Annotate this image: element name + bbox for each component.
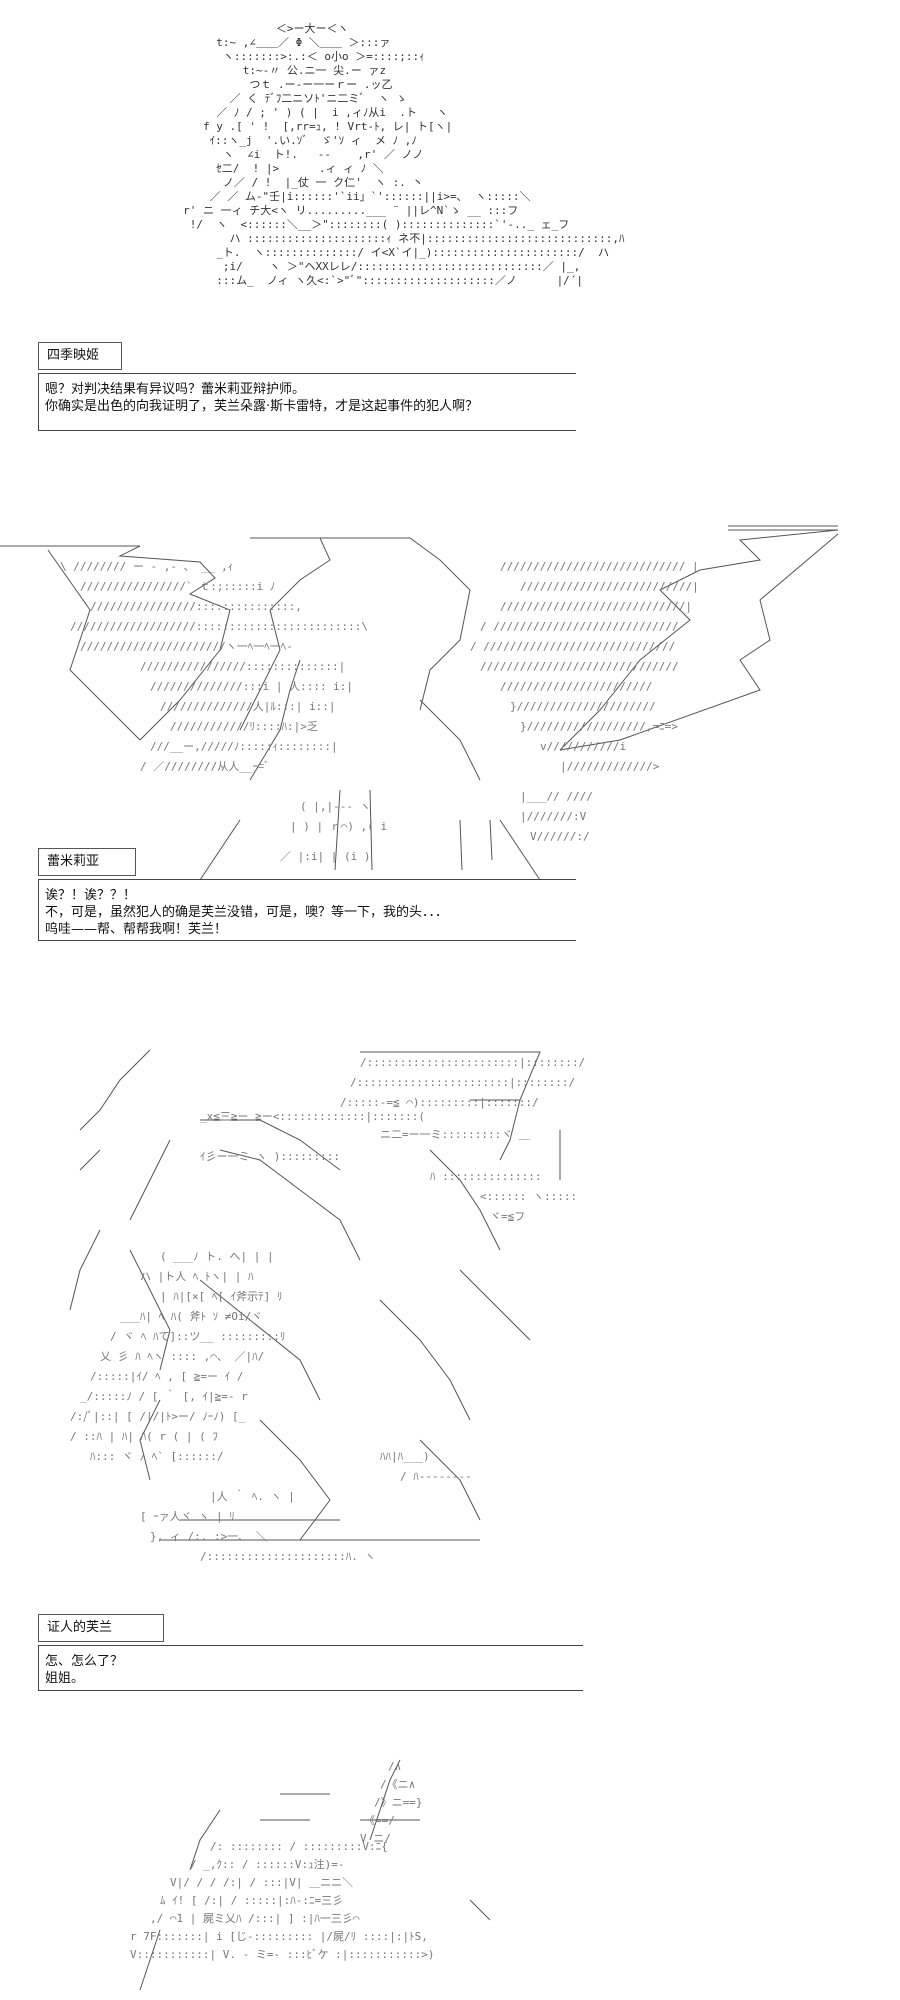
speaker-nameplate: 证人的芙兰 — [38, 1614, 164, 1642]
svg-text://////////////:::i | 人:::: i: //////////////:::i | 人:::: i:| — [150, 680, 353, 693]
svg-text:ヾ=≦フ: ヾ=≦フ — [490, 1210, 525, 1223]
svg-text://////////////////////////////: ////////////////////////////// — [480, 660, 679, 673]
svg-text:___ﾊ| ﾍ ﾊ( 斧ﾄ ｿ ≠Oi/ヾ: ___ﾊ| ﾍ ﾊ( 斧ﾄ ｿ ≠Oi/ヾ — [120, 1310, 262, 1323]
svg-text:/ ﾊ‐‐‐‐‐‐‐-: / ﾊ‐‐‐‐‐‐‐- — [400, 1470, 472, 1483]
svg-text:| ) | ｒ⌒) ,( i: | ) | ｒ⌒) ,( i — [290, 820, 387, 833]
dialogue-line: 嗯？对判决结果有异议吗？蕾米莉亚辩护师。 — [45, 382, 306, 397]
svg-text:}//////////////////,=ﾆ=>: }//////////////////,=ﾆ=> — [520, 720, 678, 733]
svg-text:ニ二=ー一ミ:::::::::ヾ ＿: ニ二=ー一ミ:::::::::ヾ ＿ — [380, 1128, 530, 1141]
svg-text:/ ////////////////////////////: / ///////////////////////////// — [470, 640, 675, 653]
svg-text:|///////:V: |///////:V — [520, 810, 587, 823]
svg-text:/ ／////////从人__ｰ=ﾞ: / ／////////从人__ｰ=ﾞ — [140, 760, 270, 773]
wing-hatching: \ //////// ー - ,‐ 、 __ ,ｨ — [60, 560, 233, 573]
panel-partial: /∧ /《ニ∧ /》ニ==} 《==/ V ニ/ /: :::::::: / :… — [0, 1750, 900, 2000]
svg-text:/ ヾ ﾍ ﾊて]::ツ__ :::::::::ﾘ: / ヾ ﾍ ﾊて]::ツ__ :::::::::ﾘ — [110, 1330, 285, 1343]
svg-text:/∧: /∧ — [388, 1760, 401, 1773]
svg-text:////////////////` ｔ:;:::::i ﾉ: ////////////////` ｔ:;:::::i ﾉ — [80, 580, 275, 593]
svg-text:r 7F:::::::| i [じ‐:::::::::: r 7F:::::::| i [じ‐::::::::: |/屍/ﾘ ::::|:… — [130, 1930, 428, 1943]
svg-text://////////////////////////|: //////////////////////////| — [520, 580, 699, 593]
svg-text://////////////////////ヽ一ﾍ一ﾍ一ﾍ‐: //////////////////////ヽ一ﾍ一ﾍ一ﾍ‐ — [80, 640, 293, 653]
svg-text:( ___ﾉ ト. へ| | |: ( ___ﾉ ト. へ| | | — [160, 1250, 274, 1263]
svg-text:|___// ////: |___// //// — [520, 790, 593, 803]
panel-flandre: /:::::::::::::::::::::::|::::::::/ /::::… — [0, 1040, 900, 1691]
svg-text:/:::::|ｲ/ ﾍ , [ ≧=ー ｲ /: /:::::|ｲ/ ﾍ , [ ≧=ー ｲ / — [90, 1370, 243, 1383]
svg-text:ハ |ト人 ﾍ ﾄヽ| | ﾊ: ハ |ト人 ﾍ ﾄヽ| | ﾊ — [140, 1270, 254, 1283]
speaker-nameplate: 蕾米莉亚 — [38, 848, 136, 876]
bat-wings-art: \ //////// ー - ,‐ 、 __ ,ｨ //////////////… — [0, 525, 839, 893]
svg-text:/《ニ∧: /《ニ∧ — [380, 1778, 415, 1791]
svg-text:ﾊ::: ヾ ﾉ ﾍ` [::::::/: ﾊ::: ヾ ﾉ ﾍ` [::::::/ — [90, 1450, 223, 1463]
dialogue-line: 诶？！诶？？！ — [45, 888, 137, 903]
svg-text:V//////:/: V//////:/ — [530, 830, 590, 843]
svg-text:/:::::::::::::::::::::::|:::::: /:::::::::::::::::::::::|::::::::/ — [350, 1076, 575, 1089]
partial-art: /∧ /《ニ∧ /》ニ==} 《==/ V ニ/ /: :::::::: / :… — [130, 1759, 491, 1991]
svg-text://////////////////////////// |: //////////////////////////// | — [500, 560, 699, 573]
svg-text:V ニ/: V ニ/ — [360, 1832, 391, 1845]
svg-text:////////////////::::::::::::::: ////////////////:::::::::::::::, — [90, 600, 302, 613]
speaker-name: 证人的芙兰 — [47, 1620, 113, 1635]
svg-text:_x≦三≧ー ≧ー<:::::::::::::|:::::: _x≦三≧ー ≧ー<:::::::::::::|:::::::( — [200, 1110, 425, 1123]
svg-text:ﾊ :::::::::::::::: ﾊ ::::::::::::::: — [430, 1170, 541, 1183]
svg-text:v///////////i: v///////////i — [540, 740, 626, 753]
svg-text:////////////////////////////|: ////////////////////////////| — [500, 600, 692, 613]
svg-text:V|/ / / /:| / :::|V| ＿ニニ: V|/ / / /:| / :::|V| ＿ニニ＼ — [170, 1876, 353, 1889]
svg-text:|/////////////>: |/////////////> — [560, 760, 660, 773]
dialogue-line: 你确实是出色的向我证明了，芙兰朵露·斯卡雷特，才是这起事件的犯人啊？ — [45, 399, 479, 414]
svg-text:}, ィ /:. :>一、 ＼: }, ィ /:. :>一、 ＼ — [150, 1530, 267, 1543]
svg-text:[ ｰァ人ヾ ヽ | ﾘ: [ ｰァ人ヾ ヽ | ﾘ — [140, 1510, 235, 1523]
svg-text:/ _,ｸ:: / ::::::V:ｭ注)=-: / _,ｸ:: / ::::::V:ｭ注)=- — [190, 1857, 344, 1871]
flandre-art: /:::::::::::::::::::::::|::::::::/ /::::… — [69, 1049, 585, 1563]
ascii-art-eiki: ＜>ー大ー＜ヽ t:~ ,∠＿＿／ Φ ＼＿＿ ＞:::ァ ヽ:::::::>:… — [183, 22, 625, 287]
svg-text://////////////人|ﾙ:::| i::|: //////////////人|ﾙ:::| i::| — [160, 700, 335, 713]
svg-text:}/////////////////////: }///////////////////// — [510, 700, 656, 713]
dialogue-line: 不，可是，虽然犯人的确是芙兰没错，可是，噢？等一下，我的头．．． — [45, 905, 449, 920]
svg-text:/:/ﾞ|::| [ /|/|ﾄ>ー/ ﾉｰﾉ) [_: /:/ﾞ|::| [ /|/|ﾄ>ー/ ﾉｰﾉ) [_ — [70, 1410, 246, 1423]
svg-text:乂 彡 ﾊ ﾍヽ :::: ,⌒、 ／|ﾊ/: 乂 彡 ﾊ ﾍヽ :::: ,⌒、 ／|ﾊ/ — [100, 1350, 264, 1363]
svg-text:|人 ｀ ﾍ. ヽ |: |人 ｀ ﾍ. ヽ | — [210, 1488, 295, 1503]
svg-text:ﾊﾊ|ﾊ___): ﾊﾊ|ﾊ___) — [380, 1450, 430, 1463]
speaker-name: 四季映姬 — [47, 348, 100, 363]
svg-text:/》ニ==}: /》ニ==} — [374, 1796, 423, 1809]
dialogue-box: 怎、怎么了？ 姐姐。 — [38, 1645, 583, 1691]
panel-eiki: ＜>ー大ー＜ヽ t:~ ,∠＿＿／ Φ ＼＿＿ ＞:::ァ ヽ:::::::>:… — [0, 0, 900, 440]
svg-text:///////////////////:::::::::::: ///////////////////:::::::::::::::::::::… — [70, 620, 368, 633]
speaker-name: 蕾米莉亚 — [47, 854, 100, 869]
svg-text:///////////////////////: /////////////////////// — [500, 680, 652, 693]
dialogue-box: 诶？！诶？？！ 不，可是，虽然犯人的确是芙兰没错，可是，噢？等一下，我的头．．．… — [38, 879, 576, 941]
svg-text:《==/: 《==/ — [364, 1814, 395, 1827]
dialogue-line: 呜哇——帮、帮帮我啊！芙兰！ — [45, 922, 228, 937]
svg-text:////////////////::::::::::::::: ////////////////::::::::::::::| — [140, 660, 345, 673]
svg-text:///__ー,/////ﾉ:::::ｨ::::::::|: ///__ー,/////ﾉ:::::ｨ::::::::| — [150, 740, 338, 753]
svg-text:/ ::ﾊ | ﾊ| ﾊ( r ( | ( ﾌ: / ::ﾊ | ﾊ| ﾊ( r ( | ( ﾌ — [70, 1430, 218, 1443]
svg-text:／ |:i| | (i ): ／ |:i| | (i ) — [280, 850, 370, 863]
svg-text:/: :::::::: / :::::::::V:ﾆ{: /: :::::::: / :::::::::V:ﾆ{ — [210, 1840, 388, 1853]
svg-text:/ ////////////////////////////: / //////////////////////////// — [480, 620, 679, 633]
svg-text:| ﾊ|[×[ ﾍ[ ｲ斧示ﾃ] ﾘ: | ﾊ|[×[ ﾍ[ ｲ斧示ﾃ] ﾘ — [160, 1290, 282, 1303]
svg-text:////////////ﾘ::::ﾊ:|>乏: ////////////ﾘ::::ﾊ:|>乏 — [170, 720, 318, 733]
dialogue-box: 嗯？对判决结果有异议吗？蕾米莉亚辩护师。 你确实是出色的向我证明了，芙兰朵露·斯… — [38, 373, 576, 431]
dialogue-line: 怎、怎么了？ — [45, 1654, 124, 1669]
svg-text:ﾑ ｲ! [ /:| / :::::|:ﾊ-:ﾆ=三: ﾑ ｲ! [ /:| / :::::|:ﾊ-:ﾆ=三彡 — [160, 1894, 343, 1907]
svg-text:<:::::: ヽ:::::: <:::::: ヽ::::: — [480, 1190, 577, 1203]
svg-text:V:::::::::::| V. ‐ ミ=‐ :::ﾋﾞケ: V:::::::::::| V. ‐ ミ=‐ :::ﾋﾞケ :|::::::::… — [130, 1948, 435, 1961]
svg-text:( |,|‐‐‐ ヽ: ( |,|‐‐‐ ヽ — [300, 800, 371, 813]
svg-text:/:::::::::::::::::::::ﾊ.: /:::::::::::::::::::::ﾊ. ヽ — [200, 1550, 375, 1563]
svg-text:/:::::::::::::::::::::::|:::::: /:::::::::::::::::::::::|::::::::/ — [360, 1056, 585, 1069]
dialogue-line: 姐姐。 — [45, 1671, 85, 1686]
svg-text:,/ ⌒1 | 屍ミ乂ﾊ /:::| ] :|ﾊ: ,/ ⌒1 | 屍ミ乂ﾊ /:::| ] :|ﾊ一三彡⌒ — [150, 1912, 360, 1925]
svg-text:_/:::::ﾉ / [ ｀ [, ｲ|≧=- r: _/:::::ﾉ / [ ｀ [, ｲ|≧=- r — [80, 1388, 248, 1403]
svg-text:/:::::-=≦ ⌒):::::::::|:::::::/: /:::::-=≦ ⌒):::::::::|:::::::/ — [340, 1096, 539, 1109]
panel-remilia: \ //////// ー - ,‐ 、 __ ,ｨ //////////////… — [0, 490, 900, 960]
speaker-nameplate: 四季映姬 — [38, 342, 122, 370]
svg-text:ｲ彡ー一ミ ヽ ):::::::::: ｲ彡ー一ミ ヽ )::::::::: — [200, 1150, 340, 1163]
